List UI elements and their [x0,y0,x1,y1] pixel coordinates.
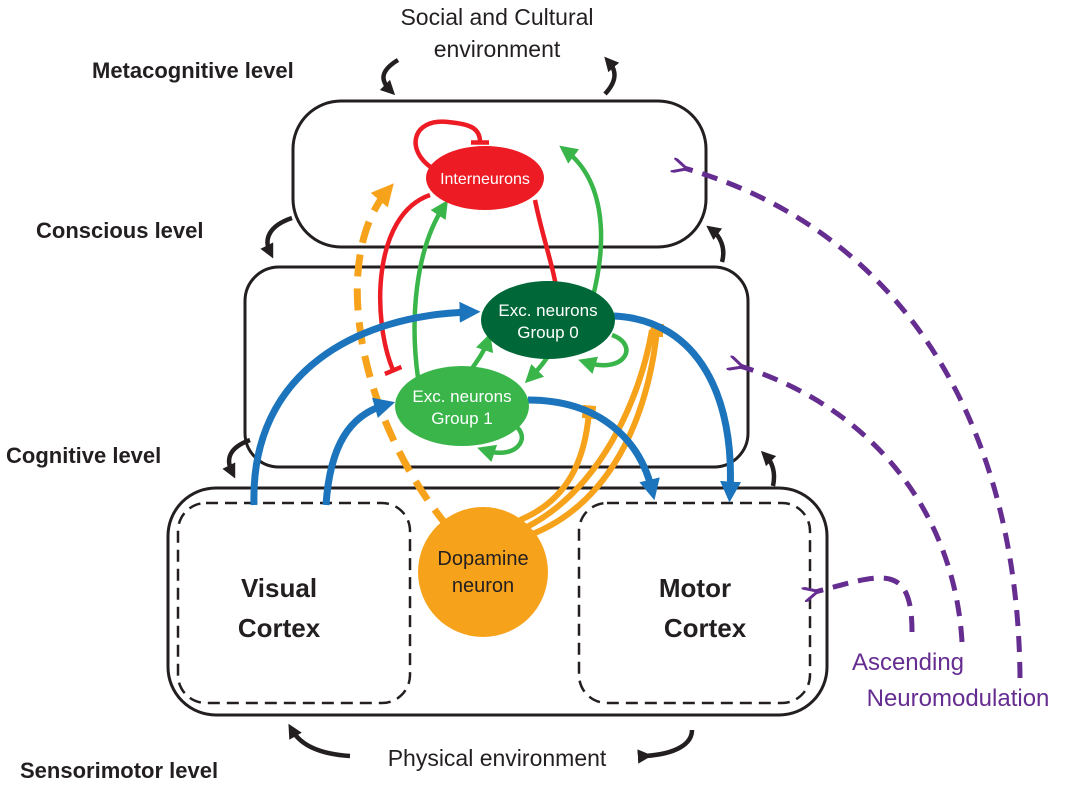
dopamine-label-line2: neuron [452,575,514,597]
dopamine-neuron-node [418,507,548,637]
dopamine-label-line1: Dopamine [437,548,528,570]
neuromodulation-to-metacognitive-arrow [684,168,1023,679]
exc-group1-node [395,366,529,446]
conscious-level-label: Conscious level [36,218,204,243]
exc-group1-label-line1: Exc. neurons [412,387,511,406]
visual-cortex-label-line1: Visual [241,573,317,603]
metacognitive-to-conscious-arrow [260,215,293,259]
cognitive-level-label: Cognitive level [6,443,161,468]
neuromodulation-to-conscious-arrow [740,366,965,643]
neuromodulation-label-line1: Ascending [852,649,964,676]
social-to-metacognitive-arrow [379,58,400,96]
cognitive-to-conscious-arrow [760,450,777,487]
group0-self-excitation [578,332,629,374]
motor-cortex-label-line1: Motor [659,573,731,603]
dopamine-to-interneuron-dashed [353,183,451,530]
group1-to-motor-pathway [527,396,660,501]
exc-group0-label-line1: Exc. neurons [498,301,597,320]
metacognitive-level-label: Metacognitive level [92,58,294,83]
visual-to-group0-pathway [250,301,481,506]
motor-cortex-label-line2: Cortex [664,613,747,643]
social-environment-label-line1: Social and Cultural [400,4,593,30]
interneuron-self-inhibition [413,119,490,170]
dopamine-to-group0-synapse [528,322,665,538]
neuromodulation-label-line2: Neuromodulation [867,685,1050,712]
metacognitive-to-social-arrow [603,56,620,96]
dopamine-to-group1-synapse [518,404,597,523]
interneuron-to-group1-inhibition [377,192,431,376]
exc-group0-label-line2: Group 0 [517,323,578,342]
physical-to-sensorimotor-arrow [288,723,351,759]
visual-cortex-label-line2: Cortex [238,613,321,643]
visual-cortex-box [176,501,412,705]
neuromodulation-to-sensorimotor-arrow [815,575,915,633]
exc-group1-label-line2: Group 1 [431,409,492,428]
visual-to-group1-pathway [322,397,396,506]
group1-to-interneuron-excitation [412,199,448,379]
group0-to-motor-pathway [613,312,742,503]
sensorimotor-to-physical-arrow [637,729,695,764]
interneurons-label: Interneurons [440,171,530,188]
physical-environment-label: Physical environment [388,745,607,771]
exc-group0-node [481,281,615,359]
group0-to-interneuron-excitation [559,145,604,301]
motor-cortex-box [577,501,812,705]
social-environment-label-line2: environment [434,36,561,62]
dopamine-to-group0-synapse-2 [523,329,655,531]
conscious-to-metacognitive-arrow [706,225,726,263]
interneurons-node [426,146,544,210]
conscious-to-cognitive-arrow [222,437,251,479]
sensorimotor-level-label: Sensorimotor level [20,758,218,783]
